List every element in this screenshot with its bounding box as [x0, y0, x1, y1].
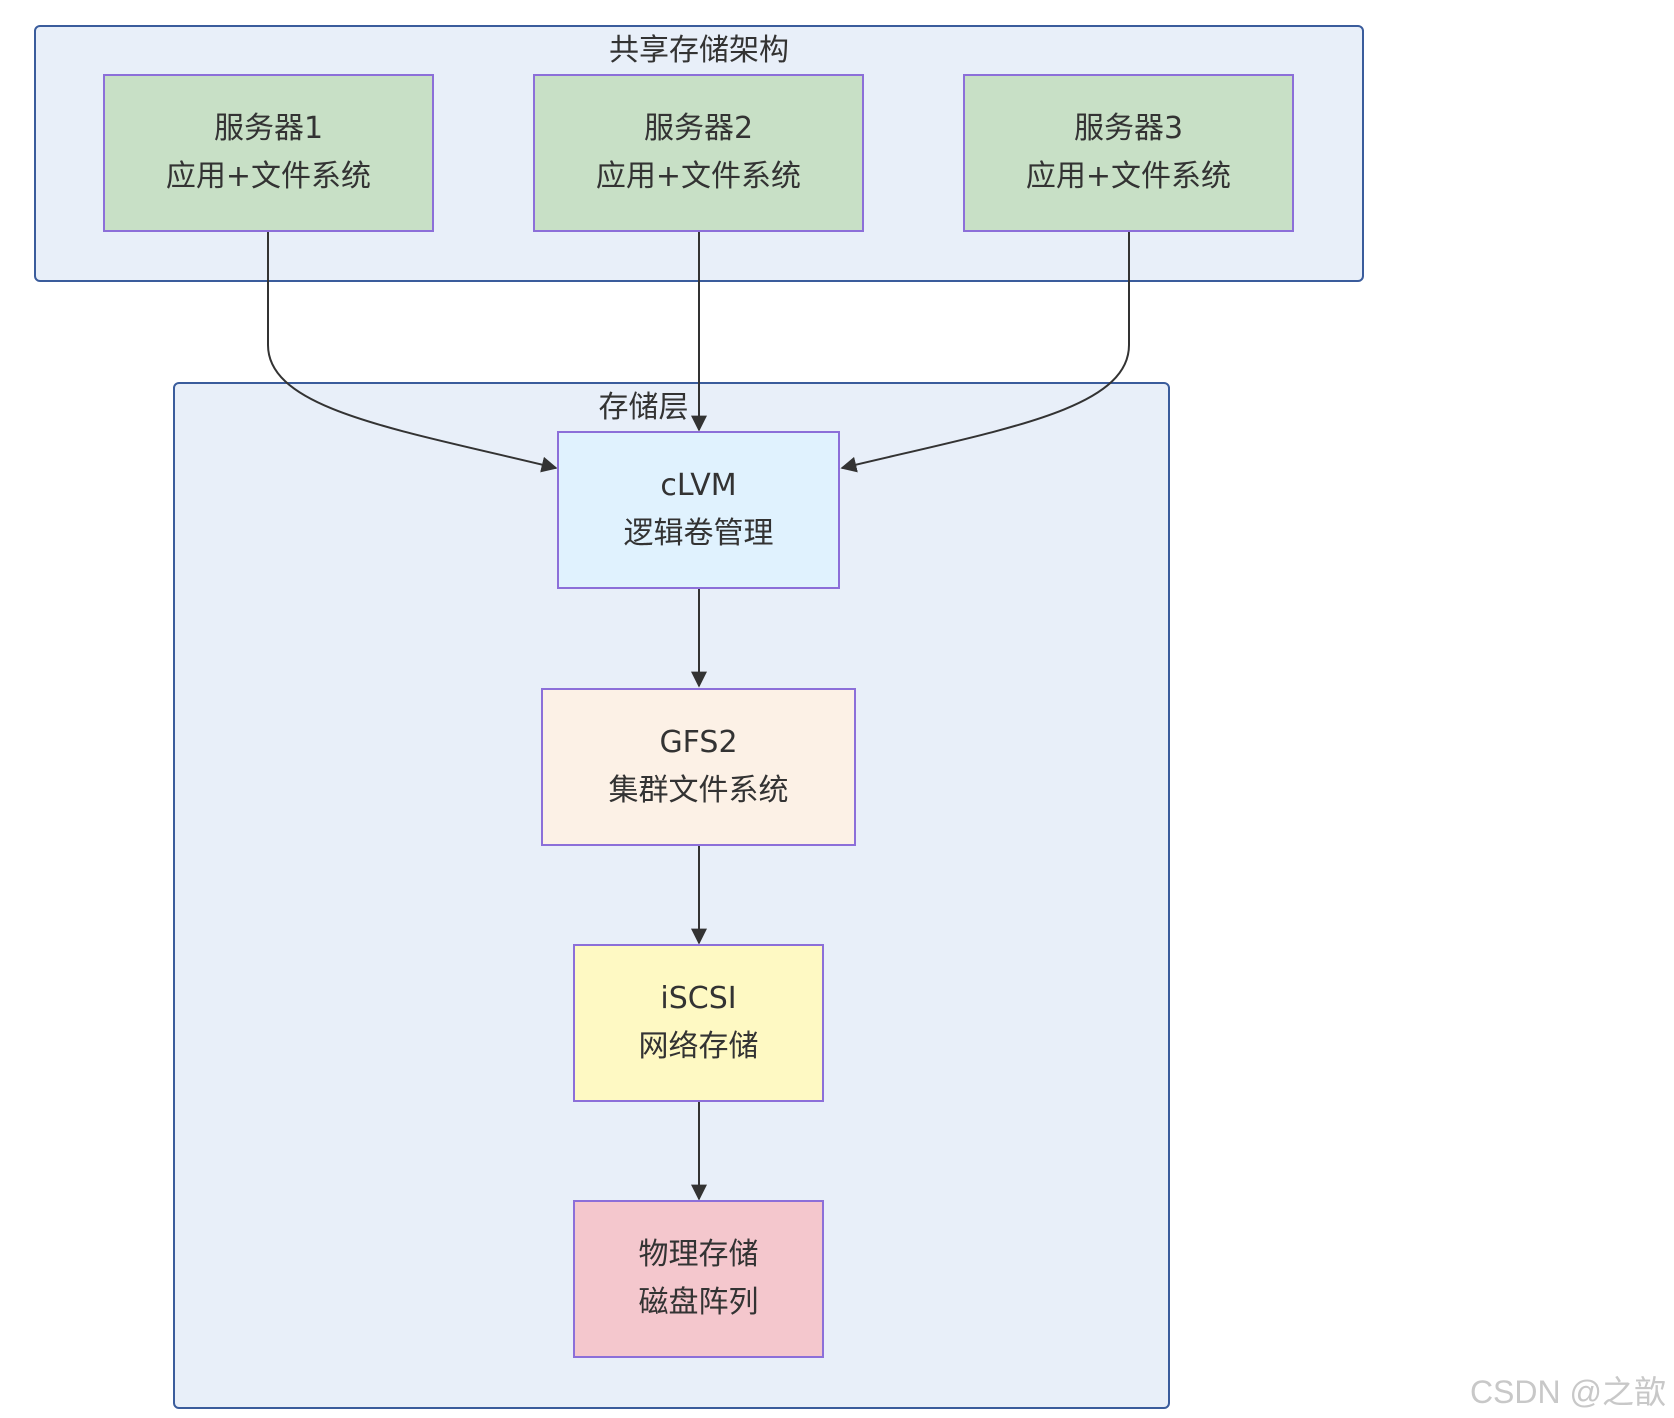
node-physical-storage-desc: 磁盘阵列 — [638, 1285, 759, 1320]
node-iscsi-desc: 网络存储 — [638, 1029, 759, 1064]
node-server-2-desc: 应用+文件系统 — [595, 159, 802, 194]
cluster-title-storage-layer: 存储层 — [598, 390, 689, 425]
node-gfs2-title: GFS2 — [659, 725, 738, 760]
node-server-1: 服务器1 应用+文件系统 — [103, 74, 434, 232]
node-server-3-desc: 应用+文件系统 — [1025, 159, 1232, 194]
node-server-3: 服务器3 应用+文件系统 — [963, 74, 1294, 232]
node-server-1-desc: 应用+文件系统 — [165, 159, 372, 194]
node-clvm-title: cLVM — [660, 468, 737, 503]
cluster-title-shared-storage: 共享存储架构 — [609, 33, 789, 68]
watermark: CSDN @之歆 — [1469, 1374, 1666, 1410]
node-server-2-title: 服务器2 — [643, 111, 754, 146]
node-iscsi: iSCSI 网络存储 — [573, 944, 824, 1102]
node-clvm-desc: 逻辑卷管理 — [623, 516, 774, 551]
node-server-1-title: 服务器1 — [213, 111, 324, 146]
node-gfs2: GFS2 集群文件系统 — [541, 688, 856, 846]
node-clvm: cLVM 逻辑卷管理 — [557, 431, 840, 589]
node-iscsi-title: iSCSI — [660, 981, 737, 1016]
node-server-3-title: 服务器3 — [1073, 111, 1184, 146]
node-physical-storage: 物理存储 磁盘阵列 — [573, 1200, 824, 1358]
node-physical-storage-title: 物理存储 — [638, 1237, 759, 1272]
node-gfs2-desc: 集群文件系统 — [608, 773, 789, 808]
node-server-2: 服务器2 应用+文件系统 — [533, 74, 864, 232]
